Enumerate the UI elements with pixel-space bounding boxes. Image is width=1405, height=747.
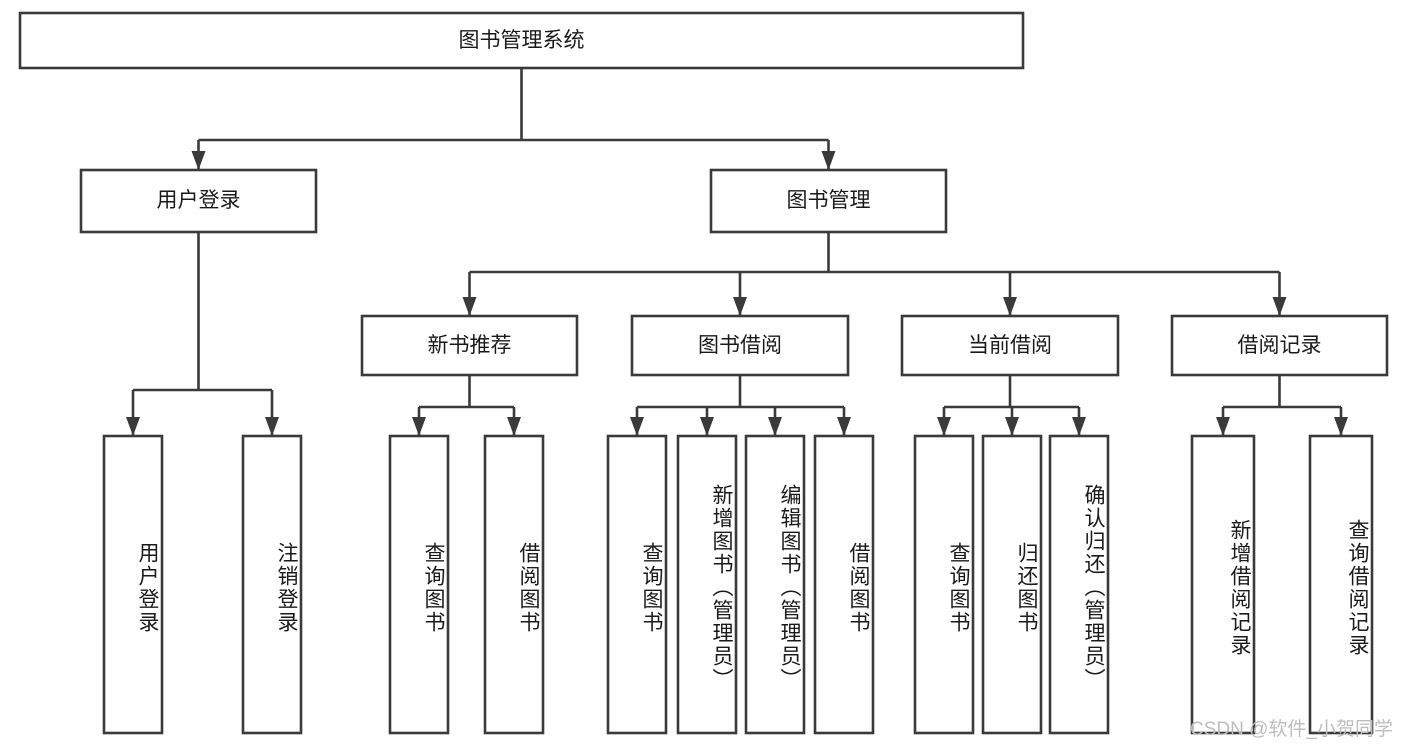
node-box-root[interactable] — [18, 11, 1025, 70]
conn-bookmanage-to-level3-arrow-new-book-recommend — [462, 297, 477, 316]
conn-bookborrow-to-leaves-arrow-leaf-borrow-book — [837, 417, 851, 436]
conn-userlogin-to-leaves-arrow-leaf-user-login — [126, 417, 140, 436]
conn-currentborrow-to-leaves-arrow-leaf-confirm-return — [1072, 417, 1086, 436]
node-box-user-login[interactable] — [79, 168, 318, 234]
conn-bookborrow-to-leaves-arrow-leaf-edit-book — [768, 417, 782, 436]
conn-bookmanage-to-level3-arrow-current-borrow — [1003, 297, 1017, 316]
conn-root-to-level2-arrow-book-manage — [821, 151, 836, 170]
node-box-book-manage[interactable] — [709, 168, 948, 234]
conn-root-to-level2-arrow-user-login — [191, 151, 206, 170]
node-box-leaf-query-borrow-record[interactable] — [1308, 434, 1374, 735]
node-box-leaf-confirm-return[interactable] — [1048, 434, 1110, 735]
node-box-leaf-add-borrow-record[interactable] — [1190, 434, 1256, 735]
node-box-current-borrow[interactable] — [900, 314, 1120, 377]
conn-currentborrow-to-leaves-arrow-leaf-return-book — [1005, 417, 1019, 436]
conn-currentborrow-to-leaves-arrow-leaf-query-book-current — [937, 417, 951, 436]
conn-bookborrow-to-leaves-arrow-leaf-add-book — [700, 417, 714, 436]
node-box-book-borrow[interactable] — [630, 314, 850, 377]
conn-newbook-to-leaves-arrow-leaf-borrow-book-rec — [507, 417, 521, 436]
conn-bookmanage-to-level3-arrow-book-borrow — [733, 297, 747, 316]
node-box-borrow-record[interactable] — [1170, 314, 1389, 377]
node-box-leaf-query-book-borrow[interactable] — [606, 434, 668, 735]
node-box-new-book-recommend[interactable] — [360, 314, 579, 377]
conn-newbook-to-leaves-arrow-leaf-query-book-rec — [412, 417, 426, 436]
conn-borrowrecord-to-leaves-arrow-leaf-add-borrow-record — [1216, 417, 1230, 436]
node-box-leaf-add-book[interactable] — [676, 434, 738, 735]
node-box-leaf-edit-book[interactable] — [744, 434, 806, 735]
node-box-leaf-return-book[interactable] — [981, 434, 1043, 735]
node-box-layer — [18, 11, 1389, 735]
conn-borrowrecord-to-leaves-arrow-leaf-query-borrow-record — [1334, 417, 1348, 436]
node-box-leaf-query-book-current[interactable] — [913, 434, 975, 735]
conn-bookborrow-to-leaves-arrow-leaf-query-book-borrow — [630, 417, 644, 436]
connector-layer — [126, 68, 1348, 436]
node-box-leaf-query-book-rec[interactable] — [388, 434, 450, 735]
node-box-leaf-user-logout[interactable] — [241, 434, 303, 735]
node-box-leaf-borrow-book-rec[interactable] — [483, 434, 545, 735]
node-box-leaf-borrow-book[interactable] — [813, 434, 875, 735]
conn-bookmanage-to-level3-arrow-borrow-record — [1272, 297, 1287, 316]
node-box-leaf-user-login[interactable] — [102, 434, 164, 735]
conn-userlogin-to-leaves-arrow-leaf-user-logout — [265, 417, 279, 436]
